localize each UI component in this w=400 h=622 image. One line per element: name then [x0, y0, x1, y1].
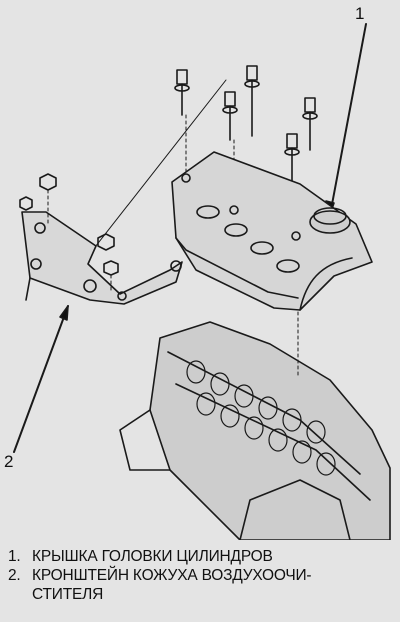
- legend-text: КРОНШТЕЙН КОЖУХА ВОЗДУХООЧИ- СТИТЕЛЯ: [32, 567, 312, 603]
- callout-2: 2: [4, 452, 14, 471]
- legend-item: 2. КРОНШТЕЙН КОЖУХА ВОЗДУХООЧИ- СТИТЕЛЯ: [8, 566, 398, 604]
- engine-exploded-diagram: [13, 23, 391, 540]
- legend-text: КРЫШКА ГОЛОВКИ ЦИЛИНДРОВ: [32, 548, 273, 565]
- air-cleaner-bracket: [21, 211, 183, 305]
- oil-filler-cap: [309, 207, 351, 234]
- legend-number: 2.: [8, 567, 21, 584]
- cylinder-head-cover: [171, 151, 373, 311]
- leader-line-1: [329, 23, 367, 216]
- bracket-nuts: [19, 173, 119, 291]
- legend: 1. КРЫШКА ГОЛОВКИ ЦИЛИНДРОВ 2. КРОНШТЕЙН…: [8, 547, 398, 604]
- leader-arrow-2: [59, 305, 69, 321]
- legend-item: 1. КРЫШКА ГОЛОВКИ ЦИЛИНДРОВ: [8, 547, 398, 566]
- cylinder-head-camshafts: [119, 311, 391, 540]
- legend-number: 1.: [8, 548, 21, 565]
- callout-1: 1: [355, 4, 365, 23]
- leader-line-2: [13, 305, 69, 453]
- cover-bolts: [174, 65, 318, 237]
- guide-line: [87, 79, 227, 257]
